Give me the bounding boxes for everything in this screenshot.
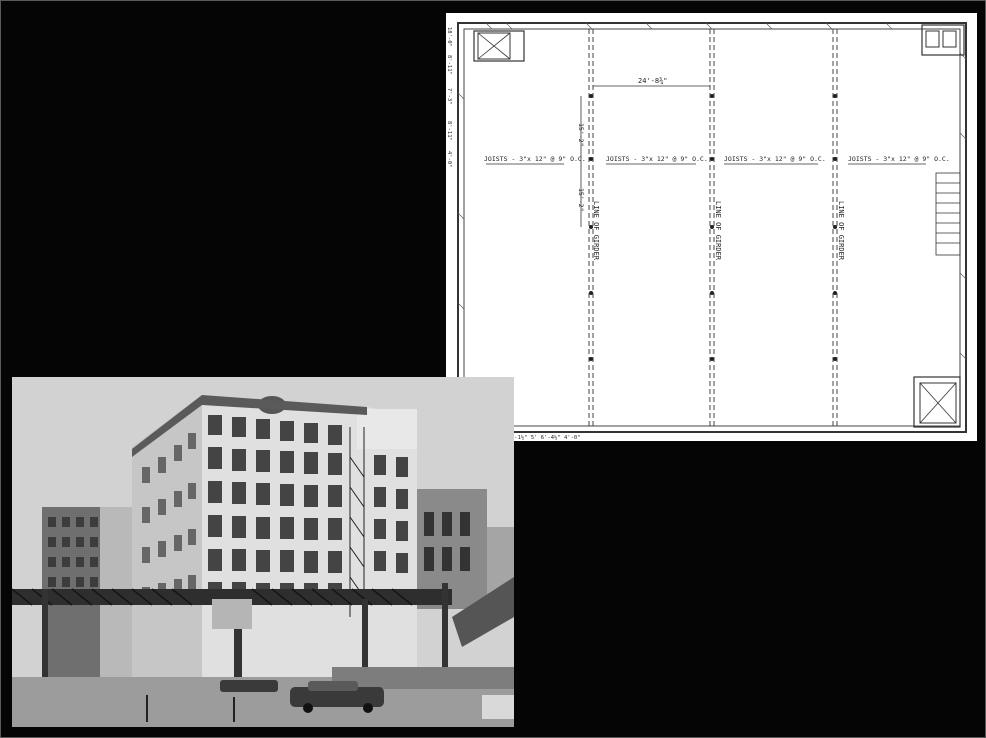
svg-text:18'-0": 18'-0" — [446, 27, 452, 47]
elevated-train-structure — [12, 577, 514, 699]
elevator-shaft-top-left — [473, 30, 525, 62]
girder-lines — [588, 29, 838, 426]
building-photo — [12, 377, 514, 727]
girder-label: LINE OF GIRDER — [592, 201, 600, 261]
elevator-shaft-bottom-right — [913, 376, 961, 428]
svg-text:7'-3": 7'-3" — [446, 88, 452, 105]
svg-text:8'-11": 8'-11" — [446, 121, 452, 141]
bay-dimension-bottom: 15'-2" — [577, 188, 585, 211]
building-photo-svg — [12, 377, 514, 727]
joist-label: JOISTS - 3"x 12" @ 9" O.C. — [848, 155, 950, 163]
girder-label: LINE OF GIRDER — [837, 201, 845, 261]
bottom-dimensions: SHOV 8'-4½" 5' 4'-1½" 5' 6'-4½" 4'-0" — [458, 434, 581, 441]
joist-label: JOISTS - 3"x 12" @ 9" O.C. — [484, 155, 586, 163]
fire-escape — [349, 427, 365, 617]
left-dimensions: 18'-0" 8'-11" 7'-3" 8'-11" 4'-0" — [446, 27, 452, 168]
car — [290, 681, 384, 713]
stair — [935, 172, 961, 256]
svg-text:4'-0": 4'-0" — [446, 151, 452, 168]
column-dots — [589, 94, 837, 361]
shaft-box — [477, 32, 511, 60]
floor-plan-svg: 24'-8¾" 15'-2" 15'-2" JOISTS - 3"x 12" @… — [446, 22, 967, 441]
shaft-top-right — [921, 24, 965, 56]
svg-text:8'-11": 8'-11" — [446, 55, 452, 75]
floor-plan-drawing: 24'-8¾" 15'-2" 15'-2" JOISTS - 3"x 12" @… — [446, 13, 977, 441]
bay-dimension-top: 15'-2" — [577, 123, 585, 146]
joist-label: JOISTS - 3"x 12" @ 9" O.C. — [724, 155, 826, 163]
wall-hatching — [457, 22, 967, 400]
joist-label: JOISTS - 3"x 12" @ 9" O.C. — [606, 155, 708, 163]
span-dimension: 24'-8¾" — [638, 77, 668, 85]
outer-wall — [457, 22, 967, 433]
girder-label: LINE OF GIRDER — [714, 201, 722, 261]
